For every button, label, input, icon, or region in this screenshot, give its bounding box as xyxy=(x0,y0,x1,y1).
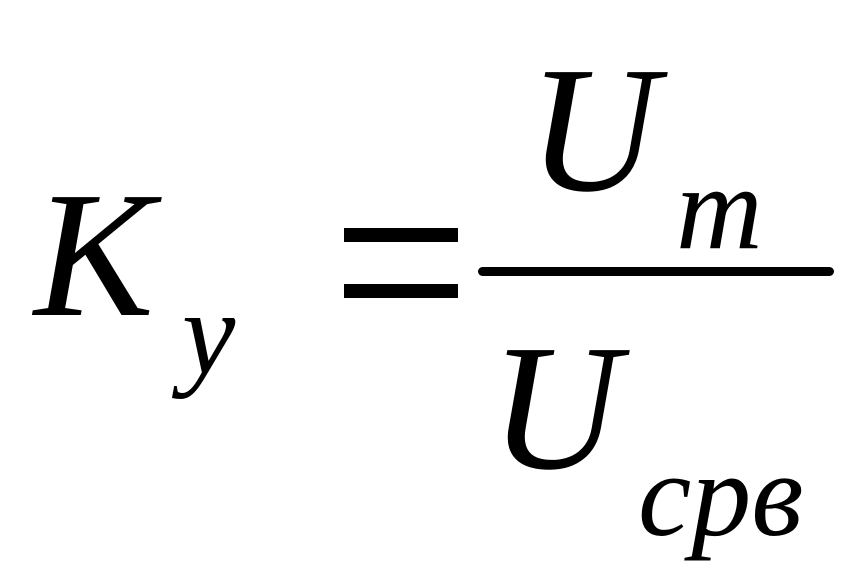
numerator-subscript: m xyxy=(676,141,763,274)
fraction-bar xyxy=(478,267,834,276)
lhs-subscript: y xyxy=(182,266,236,399)
equals-bar-bottom xyxy=(344,284,458,298)
equals-bar-top xyxy=(344,228,458,242)
lhs-symbol: K xyxy=(34,155,155,354)
equals-sign xyxy=(344,228,458,298)
denominator-subscript: срв xyxy=(638,428,804,561)
numerator-symbol: U xyxy=(528,30,658,229)
denominator-symbol: U xyxy=(490,308,620,507)
